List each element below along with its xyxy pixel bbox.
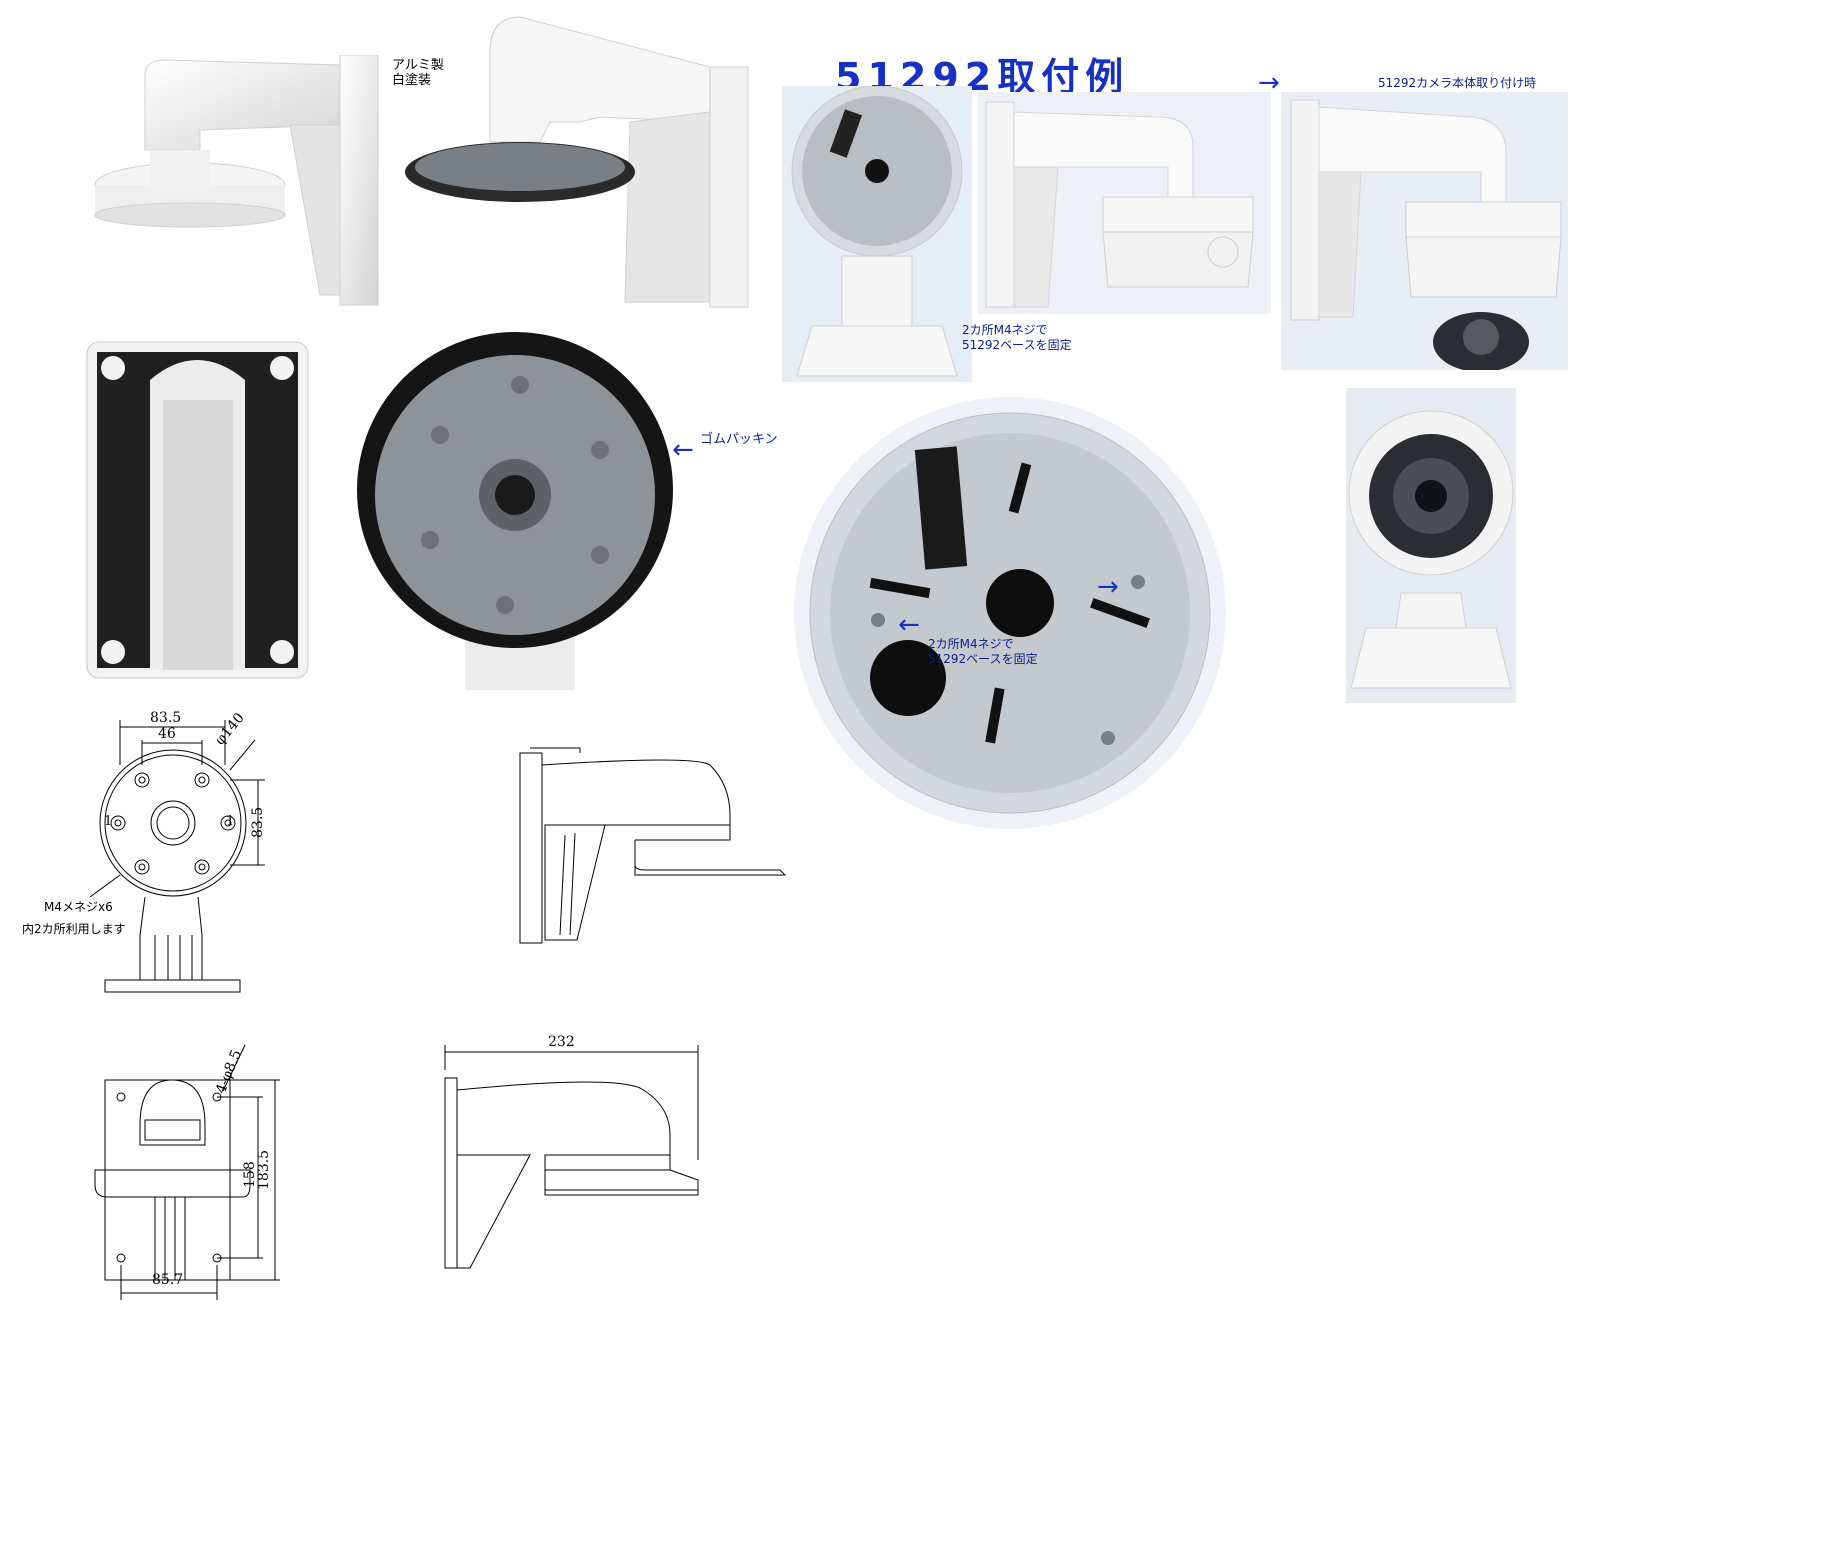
screw-arrow-left: ← <box>898 610 920 640</box>
fix-note-mid-line2: 51292ベースを固定 <box>928 652 1038 666</box>
dim-side-height: 83.5 <box>250 806 266 838</box>
dim-top-width: 83.5 <box>150 710 182 726</box>
photo-bracket-left-dome <box>50 55 390 315</box>
gasket-label: ゴムパッキン <box>700 432 778 447</box>
fix-note-top-line1: 2カ所M4ネジで <box>962 323 1048 337</box>
dim-plate-height: 183.5 <box>256 1149 272 1190</box>
photo-bracket-underside <box>400 12 750 312</box>
dim-top-inner: 46 <box>158 726 176 742</box>
material-label: アルミ製 白塗装 <box>392 58 444 88</box>
screw-note-line2: 内2カ所利用します <box>22 922 126 936</box>
hole-mark-left: 1 <box>104 814 113 829</box>
drawing-side-view-lower <box>444 1045 699 1269</box>
screw-arrow-right: → <box>1097 572 1119 602</box>
dim-total-length: 232 <box>548 1034 575 1050</box>
material-label-line2: 白塗装 <box>392 73 432 88</box>
photo-camera-mounted <box>1281 92 1568 370</box>
screw-note: M4メネジx6 内2カ所利用します <box>22 896 126 940</box>
drawing-front-view <box>94 1044 280 1300</box>
photo-bracket-with-base <box>978 92 1271 314</box>
drawing-side-view-upper <box>519 747 787 944</box>
photo-dome-camera-stand <box>1346 388 1516 703</box>
fix-note-top: 2カ所M4ネジで 51292ベースを固定 <box>962 323 1072 353</box>
camera-mounted-label: 51292カメラ本体取り付け時 <box>1378 76 1537 90</box>
drawing-top-view <box>89 720 265 993</box>
material-label-line1: アルミ製 <box>392 58 444 73</box>
photo-round-base-gasket <box>355 330 685 690</box>
photo-back-plate <box>85 340 310 680</box>
dim-plate-width: 85.7 <box>152 1272 184 1288</box>
hole-mark-right: 1 <box>226 814 235 829</box>
gasket-arrow: ← <box>672 435 694 465</box>
camera-arrow: → <box>1258 68 1280 98</box>
fix-note-top-line2: 51292ベースを固定 <box>962 338 1072 352</box>
screw-note-line1: M4メネジx6 <box>44 900 113 914</box>
photo-base-interior-large <box>790 393 1230 833</box>
fix-note-mid: 2カ所M4ネジで 51292ベースを固定 <box>928 637 1038 667</box>
photo-base-on-stand <box>782 86 972 382</box>
fix-note-mid-line1: 2カ所M4ネジで <box>928 637 1014 651</box>
